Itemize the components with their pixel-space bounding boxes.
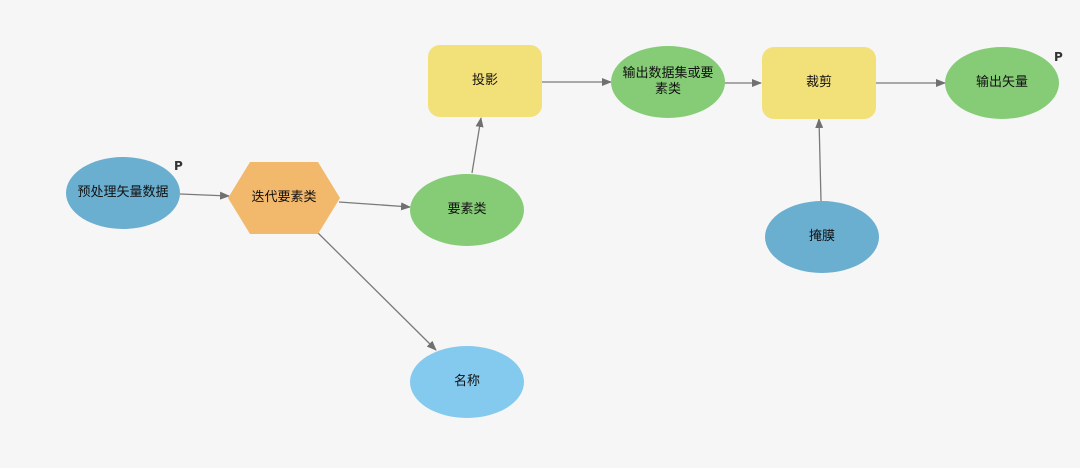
connector-iterate-to-feature-class[interactable] [338,201,411,211]
connector-preprocess-to-iterate[interactable] [179,191,230,200]
node-name-label: 名称 [453,374,480,389]
connector-iterate-to-name[interactable] [314,229,437,351]
hexagon-shape [228,162,340,234]
node-output-dataset-label-line1: 输出数据集或要 [622,66,714,81]
node-output-dataset-label-line2: 素类 [654,82,681,97]
connector-feature-class-to-project[interactable] [471,117,484,174]
node-project-label: 投影 [471,73,498,88]
node-feature-class-label: 要素类 [447,202,487,217]
parameter-flag-preprocess: P [174,159,183,173]
node-output-vector[interactable]: 输出矢量 [945,47,1059,119]
connector-mask-to-clip[interactable] [815,118,824,202]
node-mask-label: 掩膜 [808,229,835,244]
node-mask[interactable]: 掩膜 [765,201,879,273]
node-output-vector-label: 输出矢量 [975,75,1028,90]
parameter-flag-output: P [1054,50,1063,64]
node-feature-class[interactable]: 要素类 [410,174,524,246]
node-name[interactable]: 名称 [410,346,524,418]
node-preprocess-vector-label: 预处理矢量数据 [77,185,169,200]
node-output-dataset-or-feature-class[interactable]: 输出数据集或要 素类 [611,46,725,118]
node-iterate-feature-classes-label: 迭代要素类 [251,190,317,205]
node-project[interactable]: 投影 [428,45,542,117]
node-preprocess-vector[interactable]: 预处理矢量数据 [66,157,180,229]
node-clip-label: 裁剪 [805,75,832,90]
node-clip[interactable]: 裁剪 [762,47,876,119]
node-iterate-feature-classes[interactable]: 迭代要素类 [228,162,340,234]
